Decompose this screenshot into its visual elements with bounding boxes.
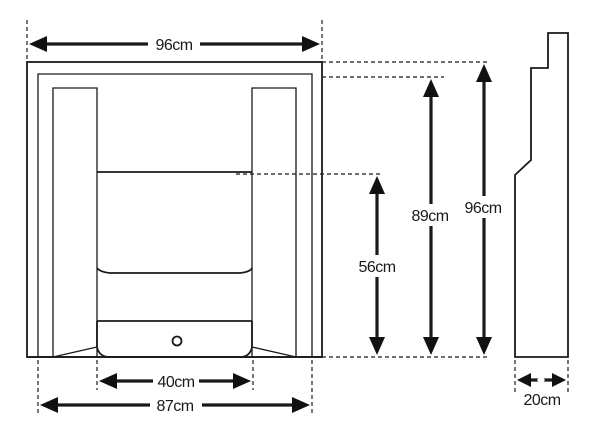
arrowhead-up-icon (369, 176, 385, 194)
depth-marker-icon (537, 375, 545, 385)
arrowhead-left-icon (517, 373, 531, 387)
label-insert-height: 56cm (358, 259, 395, 276)
dimension-insert-width: 40cm (96, 360, 254, 392)
fireplace-side-view (514, 32, 569, 358)
arrowhead-left-icon (29, 36, 47, 52)
dimension-depth: 20cm (514, 360, 569, 409)
insert-ashpan-top (96, 267, 253, 274)
dimension-inner-width: 87cm (37, 360, 313, 416)
arrowhead-down-icon (369, 337, 385, 355)
label-top-width: 96cm (155, 37, 192, 54)
arrowhead-right-icon (302, 36, 320, 52)
dimension-opening-height: 89cm (322, 76, 490, 358)
insert-ashpan-body (96, 321, 253, 358)
label-depth: 20cm (523, 392, 560, 409)
label-insert-width: 40cm (157, 374, 194, 391)
arrowhead-down-icon (476, 337, 492, 355)
arrowhead-left-icon (40, 397, 58, 413)
fire-insert (96, 171, 253, 358)
arrowhead-up-icon (476, 64, 492, 82)
surround-inner-frame (37, 73, 313, 357)
surround-left-leg (52, 87, 98, 357)
arrowhead-right-icon (233, 373, 251, 389)
hearth-left-slant (52, 346, 98, 358)
label-opening-height: 89cm (411, 208, 448, 225)
arrowhead-up-icon (423, 79, 439, 97)
label-overall-height: 96cm (464, 200, 501, 217)
arrowhead-right-icon (292, 397, 310, 413)
arrowhead-right-icon (552, 373, 566, 387)
surround-right-leg (251, 87, 297, 357)
arrowhead-left-icon (99, 373, 117, 389)
label-inner-width: 87cm (156, 398, 193, 415)
dimension-insert-height: 56cm (236, 173, 402, 355)
dimension-top-width: 96cm (26, 20, 323, 62)
side-profile-outline (514, 32, 569, 358)
dimension-overall-height: 96cm (322, 61, 509, 355)
arrowhead-down-icon (423, 337, 439, 355)
hearth-right-slant (251, 346, 297, 358)
control-knob-icon (171, 335, 183, 347)
fireplace-front-view (26, 61, 323, 358)
surround-outer-frame (26, 61, 323, 358)
